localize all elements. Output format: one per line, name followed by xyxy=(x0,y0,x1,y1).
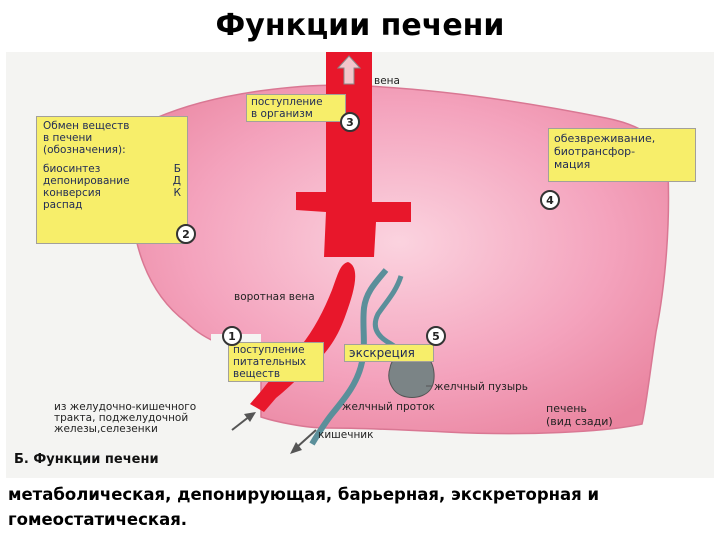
slide-title: Функции печени xyxy=(215,8,505,43)
metabolism-title-line3: (обозначения): xyxy=(43,144,126,156)
gi-arrow-icon xyxy=(231,415,251,431)
functions-summary-text: метаболическая, депонирующая, барьерная,… xyxy=(8,485,600,529)
bile-duct xyxy=(309,268,389,446)
detox-line3: мация xyxy=(554,158,591,171)
liver-functions-diagram: вена воротная вена желчный пузырь желчны… xyxy=(6,52,714,478)
gi-label-line3: железы,селезенки xyxy=(54,423,158,435)
badge-5: 5 xyxy=(426,326,446,346)
nutrients-box: поступление питательных веществ xyxy=(228,342,324,382)
entry-box: поступление в организм xyxy=(246,94,346,122)
gi-source-label: из желудочно-кишечного тракта, поджелудо… xyxy=(54,402,196,435)
excretion-label: экскреция xyxy=(349,346,415,360)
liver-label-line2: (вид сзади) xyxy=(546,415,613,428)
badge-1: 1 xyxy=(222,326,242,346)
entry-line1: поступление xyxy=(251,96,323,108)
detox-line2: биотрансфор- xyxy=(554,145,636,158)
vena-cava xyxy=(296,52,411,257)
badge-3: 3 xyxy=(340,112,360,132)
liver-label-line1: печень xyxy=(546,402,587,415)
metabolism-box: Обмен веществ в печени (обозначения): би… xyxy=(36,116,188,244)
detox-line1: обезвреживание, xyxy=(554,132,656,145)
figure-caption: Б. Функции печени xyxy=(14,452,159,467)
nutrients-line1: поступление xyxy=(233,344,305,356)
detox-box: обезвреживание, биотрансфор- мация xyxy=(548,128,696,182)
nutrients-line3: веществ xyxy=(233,368,281,380)
portal-vein-label: воротная вена xyxy=(234,291,315,303)
badge-2: 2 xyxy=(176,224,196,244)
gallbladder-label: желчный пузырь xyxy=(434,381,528,393)
nutrients-line2: питательных xyxy=(233,356,307,368)
metabolism-row: распад xyxy=(43,199,83,211)
entry-line2: в организм xyxy=(251,108,313,120)
badge-4: 4 xyxy=(540,190,560,210)
metabolism-title-line1: Обмен веществ xyxy=(43,120,130,132)
up-arrow-icon xyxy=(336,55,362,85)
liver-label: печень (вид сзади) xyxy=(546,402,613,428)
gi-label-line1: из желудочно-кишечного xyxy=(54,401,197,413)
metabolism-title-line2: в печени xyxy=(43,132,93,144)
gi-label-line2: тракта, поджелудочной xyxy=(54,412,189,424)
vein-label: вена xyxy=(374,75,400,87)
excretion-box: экскреция xyxy=(344,344,434,362)
intestine-arrow-icon xyxy=(295,429,317,449)
bile-duct-label: желчный проток xyxy=(342,401,435,413)
intestine-label: кишечник xyxy=(318,429,374,441)
